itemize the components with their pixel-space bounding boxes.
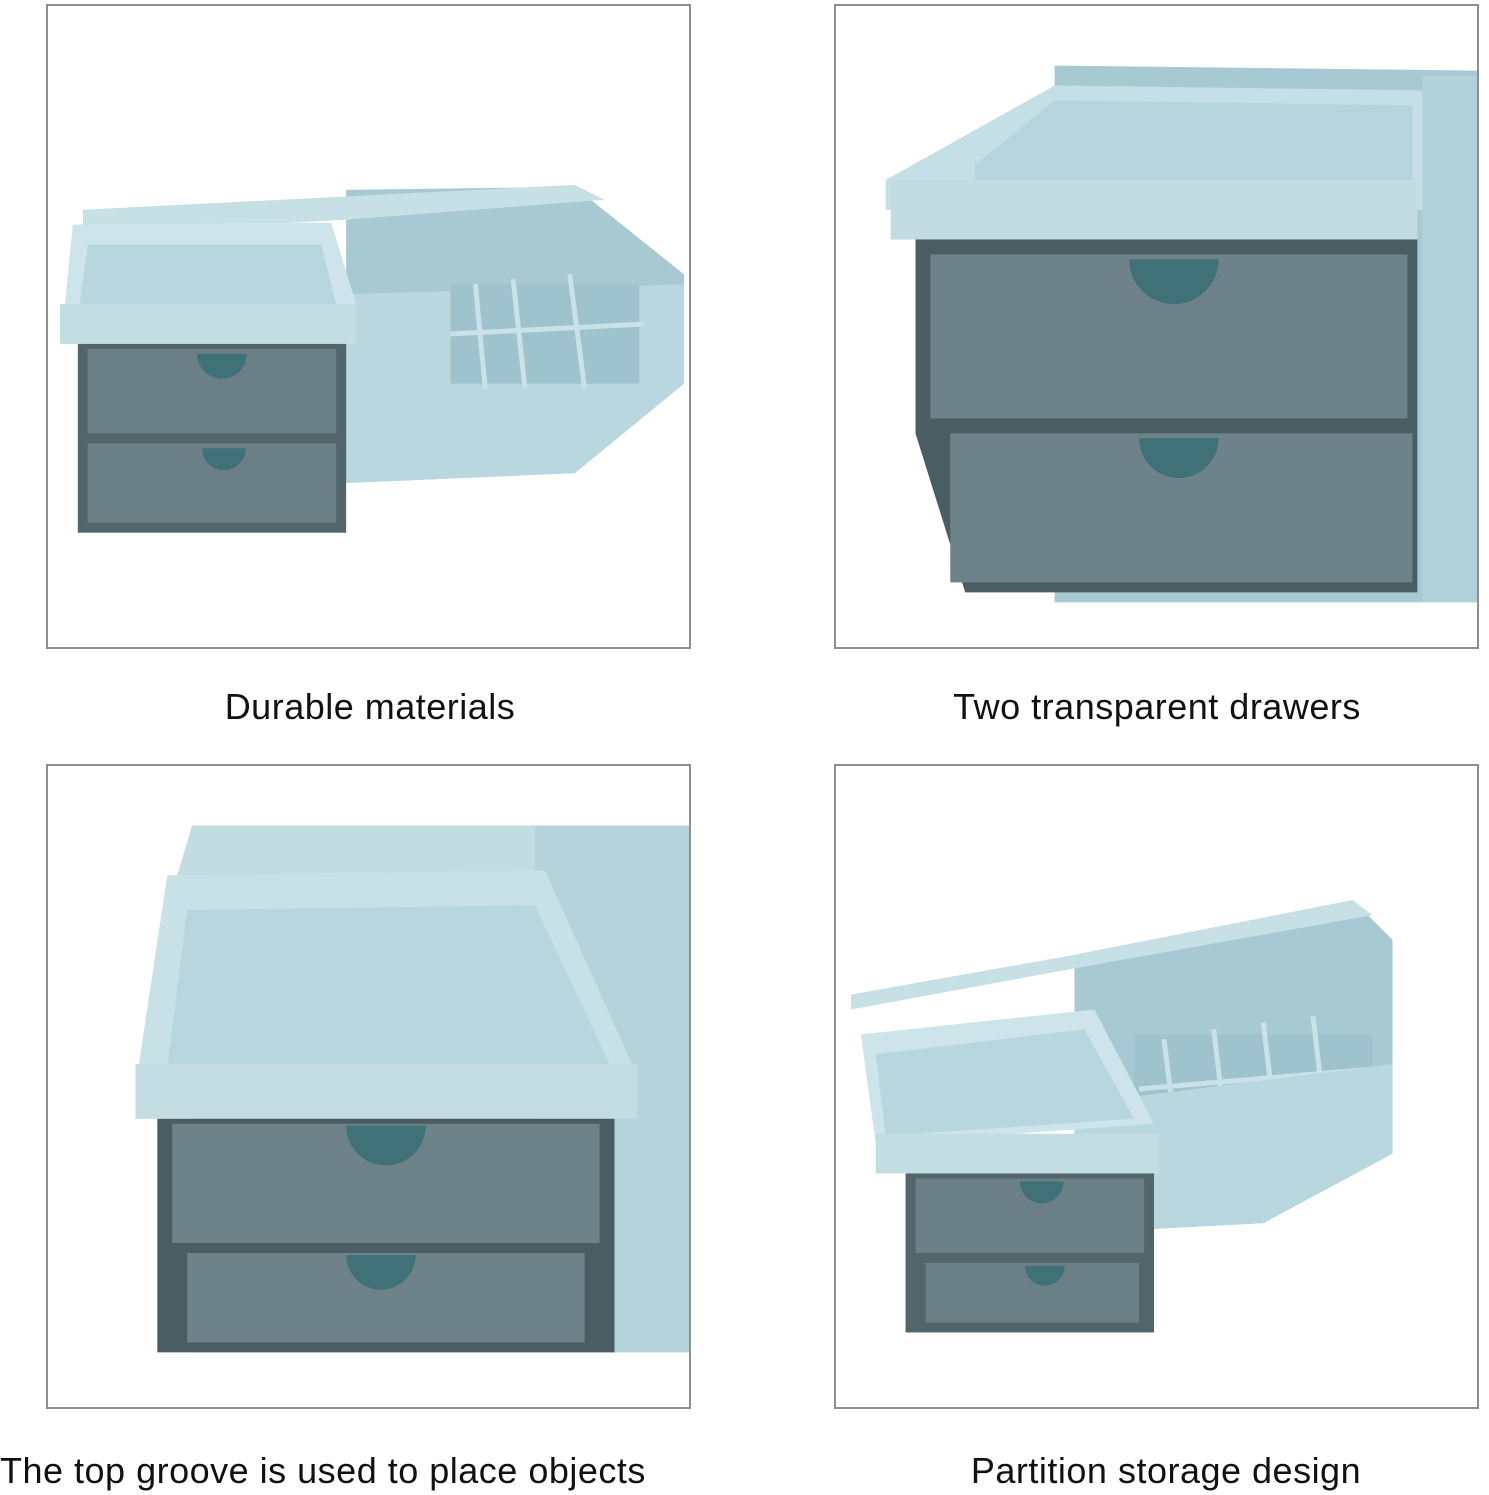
caption-partition-storage: Partition storage design — [970, 1450, 1362, 1491]
caption-two-transparent-drawers: Two transparent drawers — [953, 686, 1361, 727]
photo-panel-partition-storage — [834, 764, 1479, 1409]
organizer-partition-view-image — [850, 900, 1393, 1333]
organizer-drawers-closeup-image — [885, 65, 1477, 603]
caption-top-groove: The top groove is used to place objects — [0, 1450, 646, 1491]
photo-panel-top-groove — [46, 764, 691, 1409]
organizer-top-groove-closeup-image — [135, 825, 689, 1353]
caption-durable-materials: Durable materials — [224, 686, 516, 727]
organizer-full-view-image — [59, 184, 685, 533]
photo-panel-durable-materials — [46, 4, 691, 649]
photo-panel-two-transparent-drawers — [834, 4, 1479, 649]
